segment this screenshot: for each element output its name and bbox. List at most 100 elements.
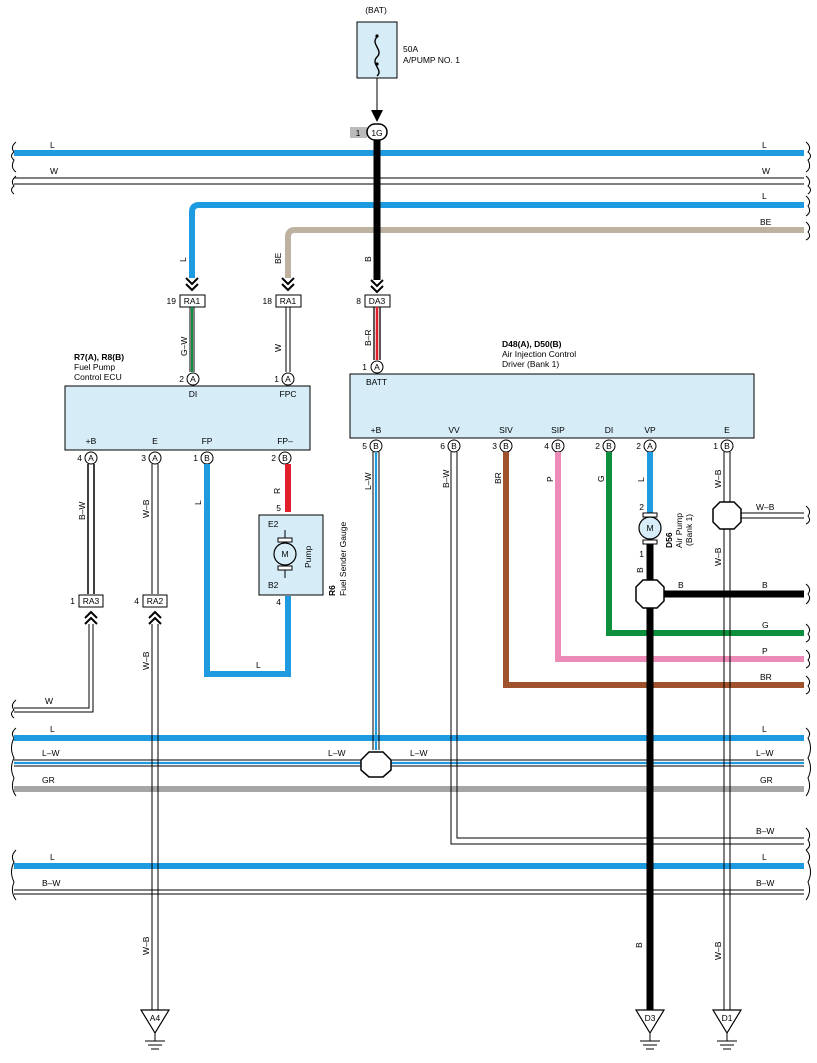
svg-text:D56: D56 (664, 532, 674, 548)
connector-ra1-right: 18 RA1 (263, 294, 302, 308)
svg-text:L–W: L–W (410, 748, 427, 758)
svg-text:B: B (451, 441, 457, 451)
svg-text:FP: FP (202, 436, 213, 446)
svg-text:5: 5 (276, 503, 281, 513)
svg-text:B–W: B–W (441, 470, 451, 488)
svg-text:B: B (204, 453, 210, 463)
svg-text:3: 3 (492, 441, 497, 451)
svg-text:B: B (555, 441, 561, 451)
svg-text:B–W: B–W (42, 878, 60, 888)
svg-text:L: L (762, 852, 767, 862)
svg-text:L–W: L–W (328, 748, 345, 758)
svg-text:D48(A), D50(B): D48(A), D50(B) (502, 339, 562, 349)
svg-text:Air Injection Control: Air Injection Control (502, 349, 576, 359)
ground-d3: D3 (634, 1009, 666, 1050)
svg-text:W–B: W–B (141, 936, 151, 955)
svg-text:RA1: RA1 (280, 296, 297, 306)
svg-text:B: B (282, 453, 288, 463)
svg-text:A: A (374, 362, 380, 372)
top-bus-lines: L L W W L BE (11, 140, 811, 278)
pump-motor-icon (273, 542, 297, 566)
svg-text:M: M (646, 523, 653, 533)
svg-text:E: E (152, 436, 158, 446)
svg-text:B: B (606, 441, 612, 451)
svg-text:2: 2 (636, 441, 641, 451)
wire-br-siv: BR BR (493, 452, 811, 695)
svg-text:W–B: W–B (713, 941, 723, 960)
svg-text:DA3: DA3 (369, 296, 386, 306)
svg-text:VP: VP (644, 425, 656, 435)
svg-text:W–B: W–B (713, 547, 723, 566)
svg-text:BE: BE (273, 252, 283, 264)
svg-text:B: B (724, 441, 730, 451)
svg-text:A: A (285, 374, 291, 384)
wire-bw-ra3: B–W 1 RA3 W (14, 464, 104, 713)
wires-to-ecus (189, 307, 381, 372)
fuse-element-icon (374, 36, 380, 77)
svg-text:B2: B2 (268, 580, 279, 590)
fuse-rating: 50A (403, 44, 418, 54)
wire-l-fp-loop: L L (193, 464, 291, 677)
svg-text:L: L (762, 191, 767, 201)
svg-text:B: B (503, 441, 509, 451)
svg-text:FPC: FPC (280, 389, 297, 399)
svg-text:3: 3 (141, 453, 146, 463)
svg-text:BR: BR (760, 672, 772, 682)
svg-text:4: 4 (276, 597, 281, 607)
svg-text:GR: GR (760, 775, 773, 785)
svg-text:L: L (50, 852, 55, 862)
svg-text:1: 1 (193, 453, 198, 463)
low-bus-lines: L L B–W B–W (11, 849, 811, 901)
svg-text:R6: R6 (327, 585, 337, 596)
connector-da3: 8 DA3 (356, 294, 391, 308)
wire-wb-e-ground: W–B W–B W–B W–B (712, 452, 811, 1010)
svg-text:(Bank 1): (Bank 1) (684, 514, 694, 546)
svg-text:B: B (678, 580, 684, 590)
wire-wb-ra2: W–B 4 RA2 W–B W–B (134, 464, 168, 1010)
connector-ra1-left: 19 RA1 (167, 294, 206, 308)
svg-text:2: 2 (639, 502, 644, 512)
svg-text:A: A (88, 453, 94, 463)
svg-text:RA2: RA2 (147, 596, 164, 606)
svg-text:B–W: B–W (77, 502, 87, 520)
svg-text:L: L (762, 140, 767, 150)
svg-text:W–B: W–B (713, 469, 723, 488)
svg-text:2: 2 (271, 453, 276, 463)
svg-text:W: W (45, 696, 53, 706)
svg-text:RA3: RA3 (83, 596, 100, 606)
svg-text:2: 2 (179, 374, 184, 384)
svg-text:L–W: L–W (756, 748, 773, 758)
svg-text:Control ECU: Control ECU (74, 372, 122, 382)
fuel-pump-control-ecu: R7(A), R8(B) Fuel Pump Control ECU 2 A 1… (64, 352, 311, 465)
svg-text:L: L (50, 724, 55, 734)
svg-text:1: 1 (713, 441, 718, 451)
svg-text:DI: DI (189, 389, 198, 399)
svg-text:L: L (636, 477, 646, 482)
svg-text:VV: VV (448, 425, 460, 435)
ground-a4: A4 (139, 1009, 171, 1050)
svg-text:R: R (272, 488, 282, 494)
svg-text:FP–: FP– (277, 436, 293, 446)
svg-text:B: B (762, 580, 768, 590)
wire-p-sip: P P (545, 452, 811, 669)
svg-text:RA1: RA1 (184, 296, 201, 306)
svg-text:E: E (724, 425, 730, 435)
air-pump-motor-icon (638, 516, 662, 540)
svg-text:P: P (545, 476, 555, 482)
fuse-source-label: (BAT) (365, 5, 387, 15)
svg-text:A: A (647, 441, 653, 451)
svg-text:+B: +B (86, 436, 97, 446)
svg-text:BATT: BATT (366, 377, 387, 387)
svg-text:Pump: Pump (303, 546, 313, 568)
svg-text:B–W: B–W (756, 878, 774, 888)
svg-text:19: 19 (167, 296, 177, 306)
junction-1g: 1 1G (350, 123, 388, 141)
svg-text:BR: BR (493, 472, 503, 484)
svg-text:4: 4 (134, 596, 139, 606)
fuse-name: A/PUMP NO. 1 (403, 55, 460, 65)
svg-text:W: W (50, 166, 58, 176)
svg-text:1: 1 (639, 549, 644, 559)
svg-text:+B: +B (371, 425, 382, 435)
splice-wb (712, 501, 742, 530)
